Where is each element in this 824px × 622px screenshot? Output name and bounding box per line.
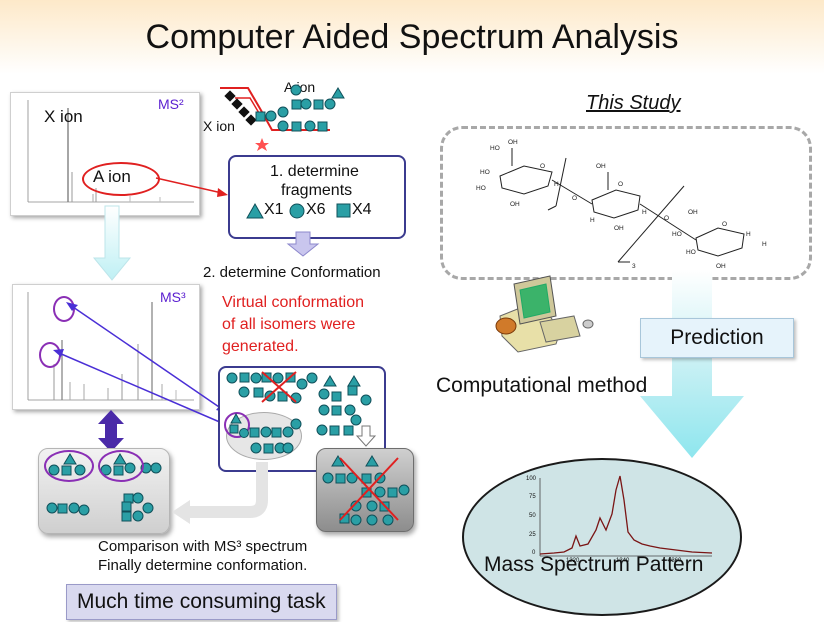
svg-text:H: H [590, 217, 595, 224]
ms2-label: MS² [158, 96, 184, 112]
this-study-structure-box [440, 126, 812, 280]
svg-text:OH: OH [716, 263, 726, 270]
title-banner [0, 0, 824, 74]
page-title: Computer Aided Spectrum Analysis [145, 18, 679, 56]
svg-text:OH: OH [596, 163, 606, 170]
svg-text:HO: HO [480, 169, 490, 176]
svg-text:HO: HO [672, 231, 682, 238]
y-tick-50: 50 [529, 513, 536, 519]
svg-text:O: O [722, 221, 727, 228]
candidate-circle-2 [98, 450, 144, 482]
svg-text:O: O [664, 215, 669, 222]
svg-text:H: H [746, 231, 751, 238]
ms2-spectrum-plot [27, 100, 194, 203]
isomer-circle [224, 412, 250, 438]
mass-spectrum-pattern-label: Mass Spectrum Pattern [484, 553, 704, 576]
x-tick-1340: 1340 [616, 558, 630, 564]
ms3-spectrum-plot [27, 292, 194, 401]
fragment-x-ion-label: X ion [203, 118, 235, 134]
svg-text:3: 3 [632, 263, 636, 270]
x-tick-1320: 1320 [566, 558, 580, 564]
svg-text:OH: OH [508, 139, 518, 146]
svg-text:H: H [642, 209, 647, 216]
y-tick-75: 75 [529, 494, 536, 500]
step1-line1: 1. determine [270, 163, 359, 180]
y-tick-25: 25 [529, 532, 536, 538]
svg-text:O: O [540, 163, 545, 170]
prediction-label: Prediction [640, 318, 794, 358]
ms3-label: MS³ [160, 289, 186, 305]
svg-text:OH: OH [614, 225, 624, 232]
svg-text:H: H [554, 181, 559, 188]
x-tick-1360: 1360 [668, 558, 682, 564]
comparison-line1: Comparison with MS³ spectrum [98, 538, 308, 555]
svg-text:HO: HO [490, 145, 500, 152]
svg-text:OH: OH [510, 201, 520, 208]
step2-label: 2. determine Conformation [203, 264, 381, 281]
mass-spectrum-ellipse [462, 458, 742, 616]
x1-label: X1 [264, 201, 284, 218]
ms2-x-ion-label: X ion [44, 107, 83, 126]
svg-text:O: O [618, 181, 623, 188]
x6-label: X6 [306, 201, 326, 218]
y-tick-0: 0 [532, 550, 536, 556]
svg-text:HO: HO [686, 249, 696, 256]
svg-text:O: O [572, 195, 577, 202]
step1-line2: fragments [281, 182, 353, 199]
computational-method-label: Computational method [436, 374, 648, 397]
virtual-line1: Virtual conformation [222, 294, 364, 311]
svg-text:OH: OH [688, 209, 698, 216]
ms2-spectrum [10, 92, 200, 216]
this-study-label: This Study [586, 92, 681, 114]
x4-label: X4 [352, 201, 372, 218]
virtual-line2: of all isomers were [222, 316, 356, 333]
svg-text:H: H [762, 241, 767, 248]
candidate-circle-1 [44, 450, 94, 482]
ms2-a-ion-label: A ion [93, 167, 131, 186]
y-tick-100: 100 [526, 476, 537, 482]
virtual-line3: generated. [222, 338, 299, 355]
svg-text:HO: HO [476, 185, 486, 192]
time-consuming-badge: Much time consuming task [66, 584, 337, 620]
comparison-line2: Finally determine conformation. [98, 557, 308, 574]
step1-box [228, 155, 406, 239]
